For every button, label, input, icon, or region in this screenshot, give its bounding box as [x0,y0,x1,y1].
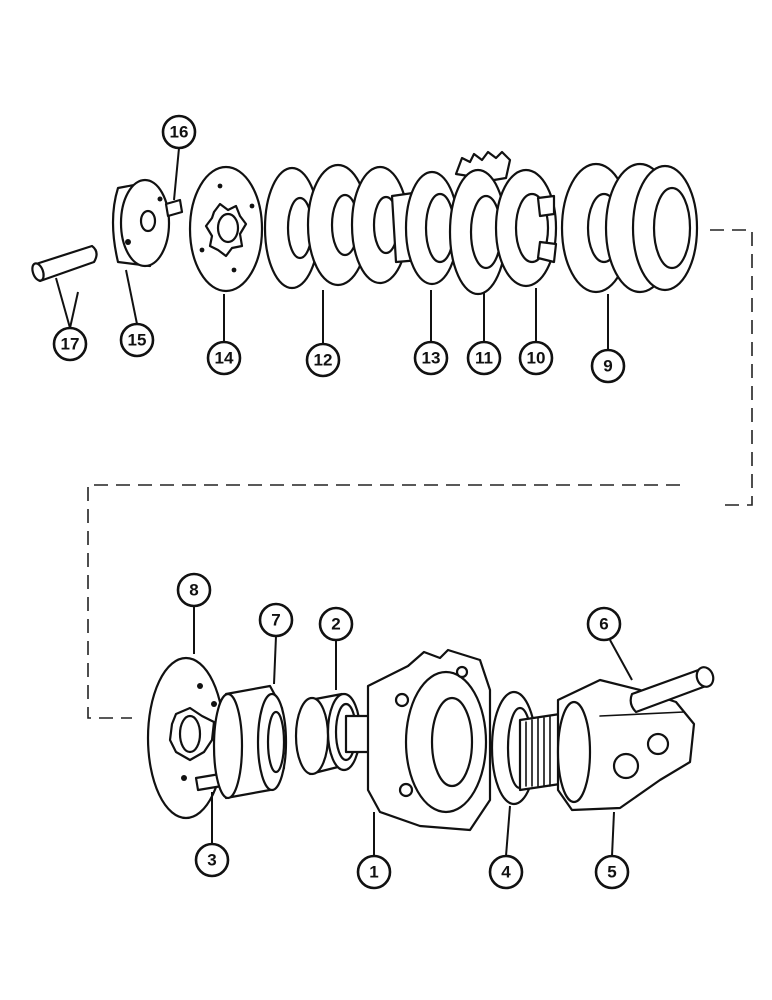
part-17-pin [31,244,98,283]
callout-17-label: 17 [61,335,80,354]
callout-5-label: 5 [607,863,616,882]
callout-1: 1 [356,854,392,890]
callout-8-label: 8 [189,581,198,600]
callout-6: 6 [586,606,622,642]
part-15-collar [111,178,171,268]
callout-10: 10 [518,340,554,376]
callout-17: 17 [52,326,88,362]
part-13-sleeve [404,170,460,286]
threaded-section [518,712,562,792]
callout-10-label: 10 [527,349,546,368]
callout-3-label: 3 [207,851,216,870]
callout-4: 4 [488,854,524,890]
callout-16-label: 16 [170,123,189,142]
leader-arrows [55,147,633,857]
callout-16: 16 [161,114,197,150]
callout-2: 2 [318,606,354,642]
callout-7: 7 [258,602,294,638]
part-9-coil-spring [560,162,699,294]
part-11-toothed-gear [448,150,512,296]
callout-15-label: 15 [128,331,147,350]
callout-2-label: 2 [331,615,340,634]
callout-11-label: 11 [475,349,493,368]
callout-9-label: 9 [603,357,612,376]
callout-15: 15 [119,322,155,358]
callout-9: 9 [590,348,626,384]
part-1-housing [366,648,492,832]
part-14-splined-plate [188,165,264,293]
callout-1-label: 1 [369,863,378,882]
callout-14-label: 14 [215,349,234,368]
callout-13-label: 13 [422,349,441,368]
part-12-spring-stack [263,163,410,290]
part-6-clevis-pin [629,666,715,714]
callout-4-label: 4 [501,863,511,882]
callout-6-label: 6 [599,615,608,634]
callout-11: 11 [466,340,502,376]
callout-12-label: 12 [314,351,333,370]
assembly-connector-dashed-line [87,229,753,719]
callout-13: 13 [413,340,449,376]
callout-7-label: 7 [271,611,280,630]
part-16-small-pin [164,198,184,218]
callout-14: 14 [206,340,242,376]
part-5-clevis-yoke [556,678,696,812]
part-2-bushing [294,692,362,776]
callout-8: 8 [176,572,212,608]
part-7-bearing [212,684,288,800]
callout-3: 3 [194,842,230,878]
callout-5: 5 [594,854,630,890]
callout-12: 12 [305,342,341,378]
part-10-dog-clutch [494,168,558,288]
